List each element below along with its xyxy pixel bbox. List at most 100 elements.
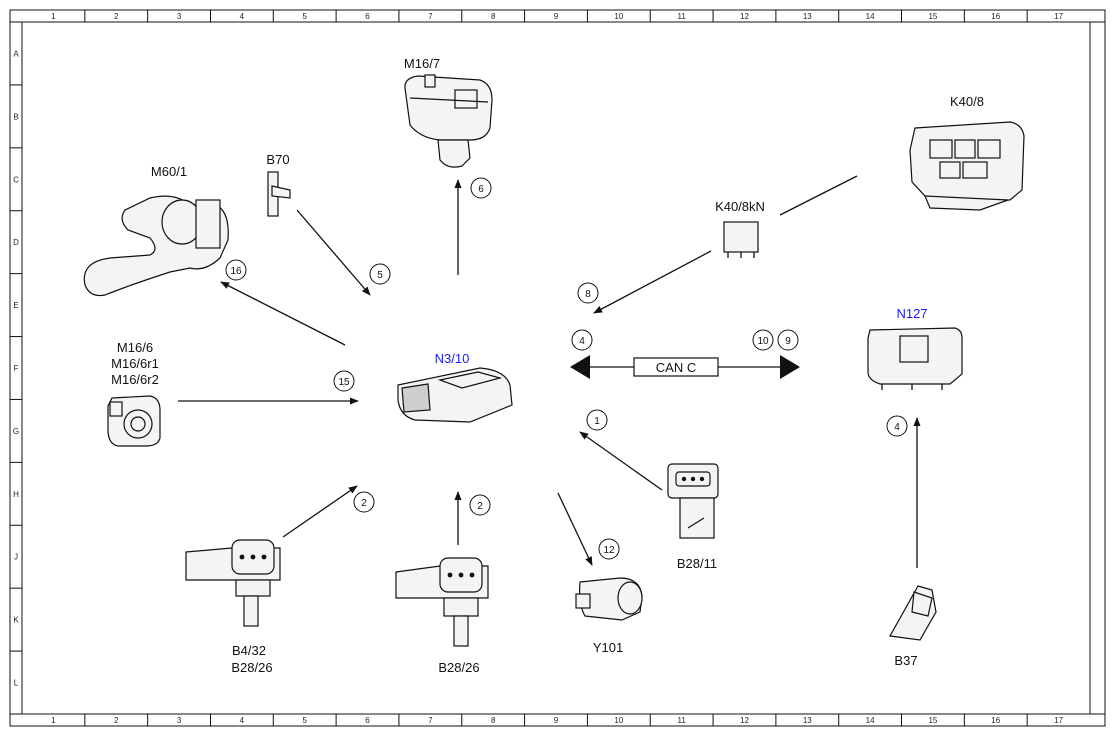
b28-26-sensor-drawing xyxy=(395,557,489,647)
grid-column-label: 1 xyxy=(51,12,56,21)
label-b28-11: B28/11 xyxy=(677,556,717,571)
grid-column-label: 7 xyxy=(428,716,433,725)
svg-text:5: 5 xyxy=(377,270,383,281)
svg-text:4: 4 xyxy=(579,336,585,347)
grid-row-label: E xyxy=(13,301,18,310)
svg-text:9: 9 xyxy=(785,336,791,347)
label-y101: Y101 xyxy=(593,640,623,655)
grid-row-label: C xyxy=(13,175,19,184)
label-b28-26-mid: B28/26 xyxy=(438,660,479,675)
b70-sensor-drawing xyxy=(267,171,291,217)
callout-8: 8 xyxy=(577,282,599,304)
grid-column-label: 6 xyxy=(365,716,370,725)
label-n127: N127 xyxy=(896,306,927,321)
m60-1-hose-drawing xyxy=(83,195,229,297)
grid-row-label: D xyxy=(13,238,19,247)
grid-column-label: 10 xyxy=(614,716,623,725)
callout-9: 9 xyxy=(777,329,799,351)
callout-1: 1 xyxy=(586,409,608,431)
label-m16-6r2: M16/6r2 xyxy=(111,372,159,387)
callout-4-right: 4 xyxy=(886,415,908,437)
label-k40-8: K40/8 xyxy=(950,94,984,109)
svg-text:4: 4 xyxy=(894,422,900,433)
callout-5: 5 xyxy=(369,263,391,285)
grid-column-label: 12 xyxy=(740,716,749,725)
grid-column-label: 9 xyxy=(554,716,559,725)
label-m16-6r1: M16/6r1 xyxy=(111,356,159,371)
grid-column-label: 2 xyxy=(114,716,119,725)
grid-column-label: 4 xyxy=(240,716,245,725)
callout-4-left: 4 xyxy=(571,329,593,351)
label-k40-8kn: K40/8kN xyxy=(715,199,765,214)
svg-text:2: 2 xyxy=(361,498,367,509)
grid-column-label: 12 xyxy=(740,12,749,21)
grid-row-label: G xyxy=(13,427,19,436)
grid-column-label: 13 xyxy=(803,716,812,725)
svg-text:15: 15 xyxy=(338,377,350,388)
callout-12: 12 xyxy=(598,538,620,560)
grid-row-label: J xyxy=(14,553,18,562)
svg-text:8: 8 xyxy=(585,289,591,300)
svg-text:1: 1 xyxy=(594,416,600,427)
label-b70: B70 xyxy=(266,152,289,167)
m16-6-throttle-drawing xyxy=(107,395,161,447)
grid-column-label: 1 xyxy=(51,716,56,725)
svg-text:16: 16 xyxy=(230,266,242,277)
callout-15: 15 xyxy=(333,370,355,392)
label-m16-7: M16/7 xyxy=(404,56,440,71)
grid-column-label: 5 xyxy=(302,716,307,725)
k40-8-module-drawing xyxy=(909,121,1025,211)
callout-10: 10 xyxy=(752,329,774,351)
b37-pedal-drawing xyxy=(889,585,937,641)
callouts: 6 5 16 15 8 4 10 9 1 4 2 2 12 xyxy=(225,177,908,560)
svg-text:10: 10 xyxy=(757,336,769,347)
b28-11-sensor-drawing xyxy=(667,463,719,539)
n127-module-drawing xyxy=(867,327,963,390)
callout-2-left: 2 xyxy=(353,491,375,513)
grid-column-label: 3 xyxy=(177,12,182,21)
grid-column-label: 16 xyxy=(991,716,1000,725)
b4-32-sensor-drawing xyxy=(185,539,281,627)
grid-column-label: 5 xyxy=(302,12,307,21)
label-m60-1: M60/1 xyxy=(151,164,187,179)
grid-row-label: A xyxy=(13,49,19,58)
grid-column-label: 4 xyxy=(240,12,245,21)
svg-text:2: 2 xyxy=(477,501,483,512)
grid-row-label: H xyxy=(13,490,19,499)
grid-column-label: 8 xyxy=(491,716,496,725)
grid-column-label: 16 xyxy=(991,12,1000,21)
m16-7-actuator-drawing xyxy=(404,74,493,168)
grid-column-label: 11 xyxy=(677,12,686,21)
label-m16-6: M16/6 xyxy=(117,340,153,355)
grid-column-label: 10 xyxy=(614,12,623,21)
label-b28-26-left: B28/26 xyxy=(231,660,272,675)
grid-column-label: 17 xyxy=(1054,716,1063,725)
signal-arrows xyxy=(178,175,921,568)
grid-column-label: 7 xyxy=(428,12,433,21)
label-n3-10: N3/10 xyxy=(435,351,470,366)
grid-column-label: 11 xyxy=(677,716,686,725)
k40-8kn-relay-drawing xyxy=(723,221,759,258)
drawing-frame xyxy=(9,9,1106,727)
callout-16: 16 xyxy=(225,259,247,281)
can-c-label: CAN C xyxy=(656,360,696,375)
can-c-box xyxy=(633,357,719,377)
grid-column-label: 17 xyxy=(1054,12,1063,21)
callout-6: 6 xyxy=(470,177,492,199)
grid-column-label: 9 xyxy=(554,12,559,21)
callout-2-mid: 2 xyxy=(469,494,491,516)
grid-column-label: 15 xyxy=(928,716,937,725)
grid-column-ticks: 1122334455667788991010111112121313141415… xyxy=(51,10,1064,726)
n3-10-ecu-drawing xyxy=(397,367,513,423)
label-b37: B37 xyxy=(894,653,917,668)
grid-column-label: 2 xyxy=(114,12,119,21)
can-c-bus: CAN C xyxy=(570,355,800,379)
grid-row-label: F xyxy=(14,364,19,373)
grid-row-label: L xyxy=(14,679,19,688)
grid-row-label: K xyxy=(13,616,19,625)
grid-row-label: B xyxy=(13,112,18,121)
grid-column-label: 8 xyxy=(491,12,496,21)
component-labels: M16/7 K40/8 B70 M60/1 K40/8kN N127 M16/6… xyxy=(111,56,984,675)
grid-column-label: 6 xyxy=(365,12,370,21)
